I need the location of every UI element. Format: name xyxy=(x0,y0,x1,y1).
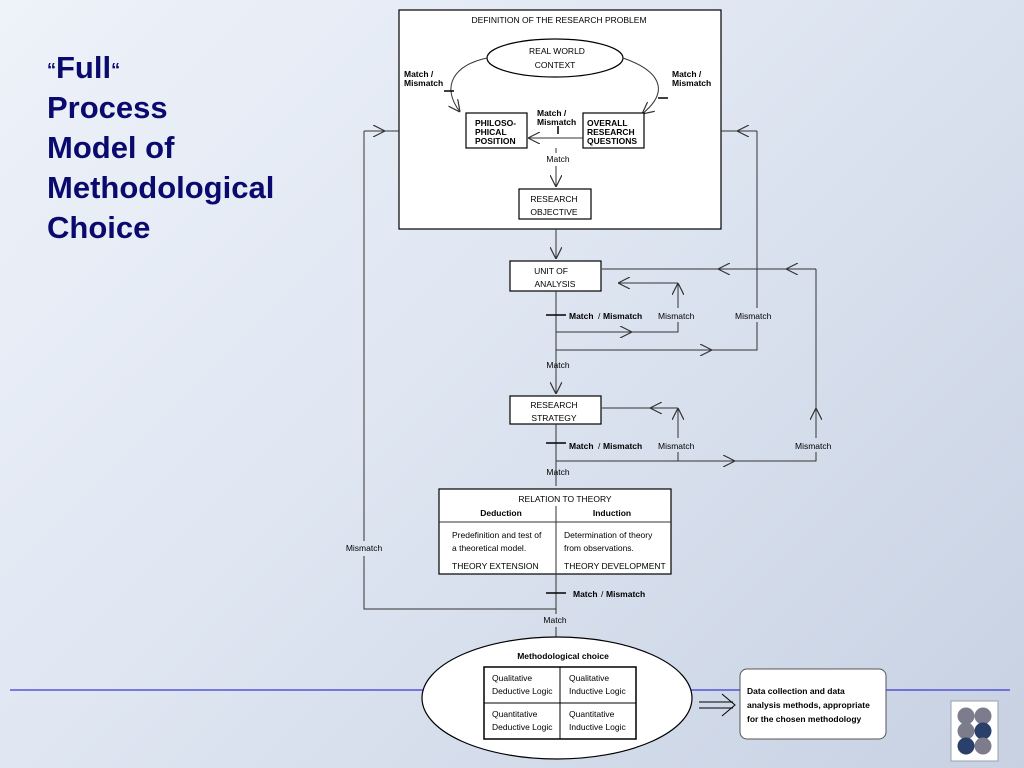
philo-line3: POSITION xyxy=(475,136,516,146)
four-circle-logo-icon xyxy=(950,700,999,762)
objective-line1: RESEARCH xyxy=(530,194,577,204)
unit-of-analysis-box xyxy=(509,260,602,292)
definition-header: DEFINITION OF THE RESEARCH PROBLEM xyxy=(471,15,646,25)
overall-line2: RESEARCH xyxy=(587,127,635,137)
right-match-label-1: Match / xyxy=(672,69,702,79)
title-line-methodological: Methodological xyxy=(47,170,275,205)
quant-inductive-1: Quantitative xyxy=(569,709,615,719)
overall-research-questions-box xyxy=(582,112,645,149)
slide-title: “Full“ Process Model of Methodological C… xyxy=(47,48,317,248)
unit-line1: UNIT OF xyxy=(534,266,568,276)
qual-deductive-1: Qualitative xyxy=(492,673,532,683)
left-loop-bottom xyxy=(363,556,556,610)
data-collection-line3: for the chosen methodology xyxy=(747,714,862,724)
relation-match: Match xyxy=(573,589,598,599)
unit-inner-loop-bottom xyxy=(556,322,679,333)
methodological-choice-header: Methodological choice xyxy=(517,651,609,661)
strategy-match-below: Match xyxy=(546,467,569,477)
philo-line1: PHILOSO- xyxy=(475,118,516,128)
strategy-slash: / xyxy=(598,441,601,451)
real-world-ellipse xyxy=(486,38,624,78)
strategy-match: Match xyxy=(569,441,594,451)
title-quote-open: “ xyxy=(47,60,56,80)
relation-header: RELATION TO THEORY xyxy=(518,494,612,504)
real-world-line1: REAL WORLD xyxy=(529,46,585,56)
strategy-line1: RESEARCH xyxy=(530,400,577,410)
philosophical-position-box xyxy=(465,112,528,149)
relation-to-theory-box xyxy=(438,488,672,575)
unit-outer-mismatch: Mismatch xyxy=(735,311,772,321)
data-collection-box xyxy=(739,668,887,740)
research-strategy-box xyxy=(509,395,602,425)
philo-line2: PHICAL xyxy=(475,127,507,137)
quant-deductive-1: Quantitative xyxy=(492,709,538,719)
relation-mismatch: Mismatch xyxy=(606,589,645,599)
induction-text-2: from observations. xyxy=(564,543,634,553)
unit-match-below: Match xyxy=(546,360,569,370)
deduction-text-1: Predefinition and test of xyxy=(452,530,542,540)
left-match-label-1: Match / xyxy=(404,69,434,79)
objective-line2: OBJECTIVE xyxy=(530,207,578,217)
data-collection-line1: Data collection and data xyxy=(747,686,845,696)
relation-slash: / xyxy=(601,589,604,599)
strategy-inner-mismatch: Mismatch xyxy=(658,441,695,451)
double-arrow-icon xyxy=(699,693,736,717)
overall-line1: OVERALL xyxy=(587,118,628,128)
quant-inductive-2: Inductive Logic xyxy=(569,722,626,732)
overall-line3: QUESTIONS xyxy=(587,136,637,146)
title-quote-close: “ xyxy=(111,60,121,80)
quant-deductive-2: Deductive Logic xyxy=(492,722,553,732)
strategy-outer-mismatch: Mismatch xyxy=(795,441,832,451)
data-collection-line2: analysis methods, appropriate xyxy=(747,700,870,710)
unit-inner-mismatch: Mismatch xyxy=(658,311,695,321)
real-world-line2: CONTEXT xyxy=(535,60,576,70)
title-word-full: Full xyxy=(56,50,112,85)
deduction-label: THEORY EXTENSION xyxy=(452,561,539,571)
left-match-label-2: Mismatch xyxy=(404,78,443,88)
unit-slash: / xyxy=(598,311,601,321)
right-arc-arrow xyxy=(622,57,659,114)
unit-match: Match xyxy=(569,311,594,321)
qual-deductive-2: Deductive Logic xyxy=(492,686,553,696)
induction-label: THEORY DEVELOPMENT xyxy=(564,561,666,571)
strategy-mismatch: Mismatch xyxy=(603,441,642,451)
title-line-process: Process xyxy=(47,90,168,125)
unit-mismatch: Mismatch xyxy=(603,311,642,321)
relation-col-deduction: Deduction xyxy=(480,508,522,518)
mid-match-label-2: Mismatch xyxy=(537,117,576,127)
title-line-choice: Choice xyxy=(47,210,151,245)
relation-match-below: Match xyxy=(543,615,566,625)
strategy-outer-loop-bottom xyxy=(556,452,817,462)
deduction-text-2: a theoretical model. xyxy=(452,543,526,553)
induction-text-1: Determination of theory xyxy=(564,530,653,540)
left-loop-mismatch: Mismatch xyxy=(346,543,383,553)
right-match-label-2: Mismatch xyxy=(672,78,711,88)
left-arc-arrow xyxy=(451,57,488,112)
definition-match-label: Match xyxy=(546,154,569,164)
mid-match-label-1: Match / xyxy=(537,108,567,118)
strategy-line2: STRATEGY xyxy=(531,413,577,423)
qual-inductive-1: Qualitative xyxy=(569,673,609,683)
unit-line2: ANALYSIS xyxy=(535,279,576,289)
qual-inductive-2: Inductive Logic xyxy=(569,686,626,696)
research-objective-box xyxy=(518,188,592,220)
title-line-model-of: Model of xyxy=(47,130,175,165)
unit-outer-loop-bottom xyxy=(556,322,758,351)
relation-col-induction: Induction xyxy=(593,508,631,518)
